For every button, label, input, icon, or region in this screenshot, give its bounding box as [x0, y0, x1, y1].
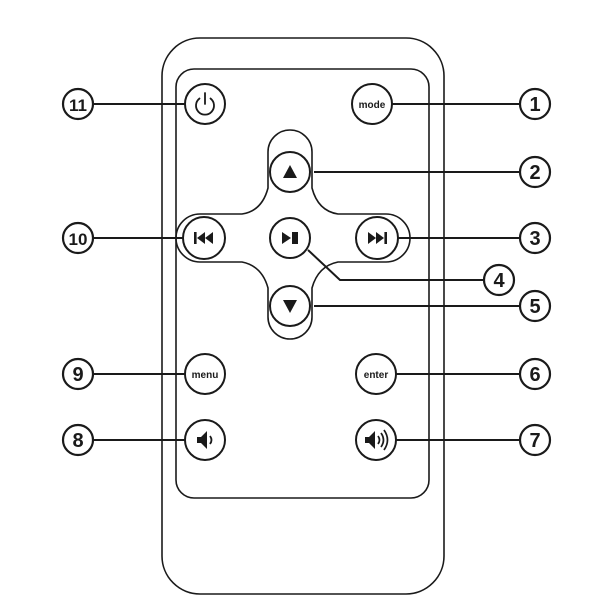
callout-badges: 1 2 3 4 5 6 7 8 9 10 11	[63, 89, 550, 455]
callout-8: 8	[63, 425, 93, 455]
callout-9: 9	[63, 359, 93, 389]
volume-up-button[interactable]	[356, 420, 396, 460]
callout-1: 1	[520, 89, 550, 119]
previous-button[interactable]	[183, 217, 225, 259]
up-button[interactable]	[270, 152, 310, 192]
volume-down-button[interactable]	[185, 420, 225, 460]
callout-number: 3	[529, 228, 540, 250]
callout-number: 10	[69, 230, 88, 249]
callout-2: 2	[520, 157, 550, 187]
callout-number: 1	[529, 94, 540, 116]
callout-4: 4	[484, 265, 514, 295]
leader-lines	[94, 104, 520, 440]
callout-number: 4	[493, 270, 505, 292]
down-button[interactable]	[270, 286, 310, 326]
enter-button[interactable]: enter	[356, 354, 396, 394]
callout-6: 6	[520, 359, 550, 389]
enter-button-label: enter	[364, 370, 389, 381]
callout-3: 3	[520, 223, 550, 253]
callout-number: 9	[72, 364, 83, 386]
callout-10: 10	[63, 223, 93, 253]
next-button[interactable]	[356, 217, 398, 259]
callout-number: 5	[529, 296, 540, 318]
play-pause-button[interactable]	[270, 218, 310, 258]
menu-button[interactable]: menu	[185, 354, 225, 394]
leader-line-4	[308, 250, 484, 280]
power-button[interactable]	[185, 84, 225, 124]
callout-number: 8	[72, 430, 83, 452]
callout-5: 5	[520, 291, 550, 321]
callout-number: 6	[529, 364, 540, 386]
callout-7: 7	[520, 425, 550, 455]
mode-button[interactable]: mode	[352, 84, 392, 124]
menu-button-label: menu	[192, 370, 219, 381]
mode-button-label: mode	[359, 100, 386, 111]
callout-number: 11	[69, 96, 87, 115]
callout-11: 11	[63, 89, 93, 119]
callout-number: 2	[529, 162, 540, 184]
callout-number: 7	[529, 430, 540, 452]
